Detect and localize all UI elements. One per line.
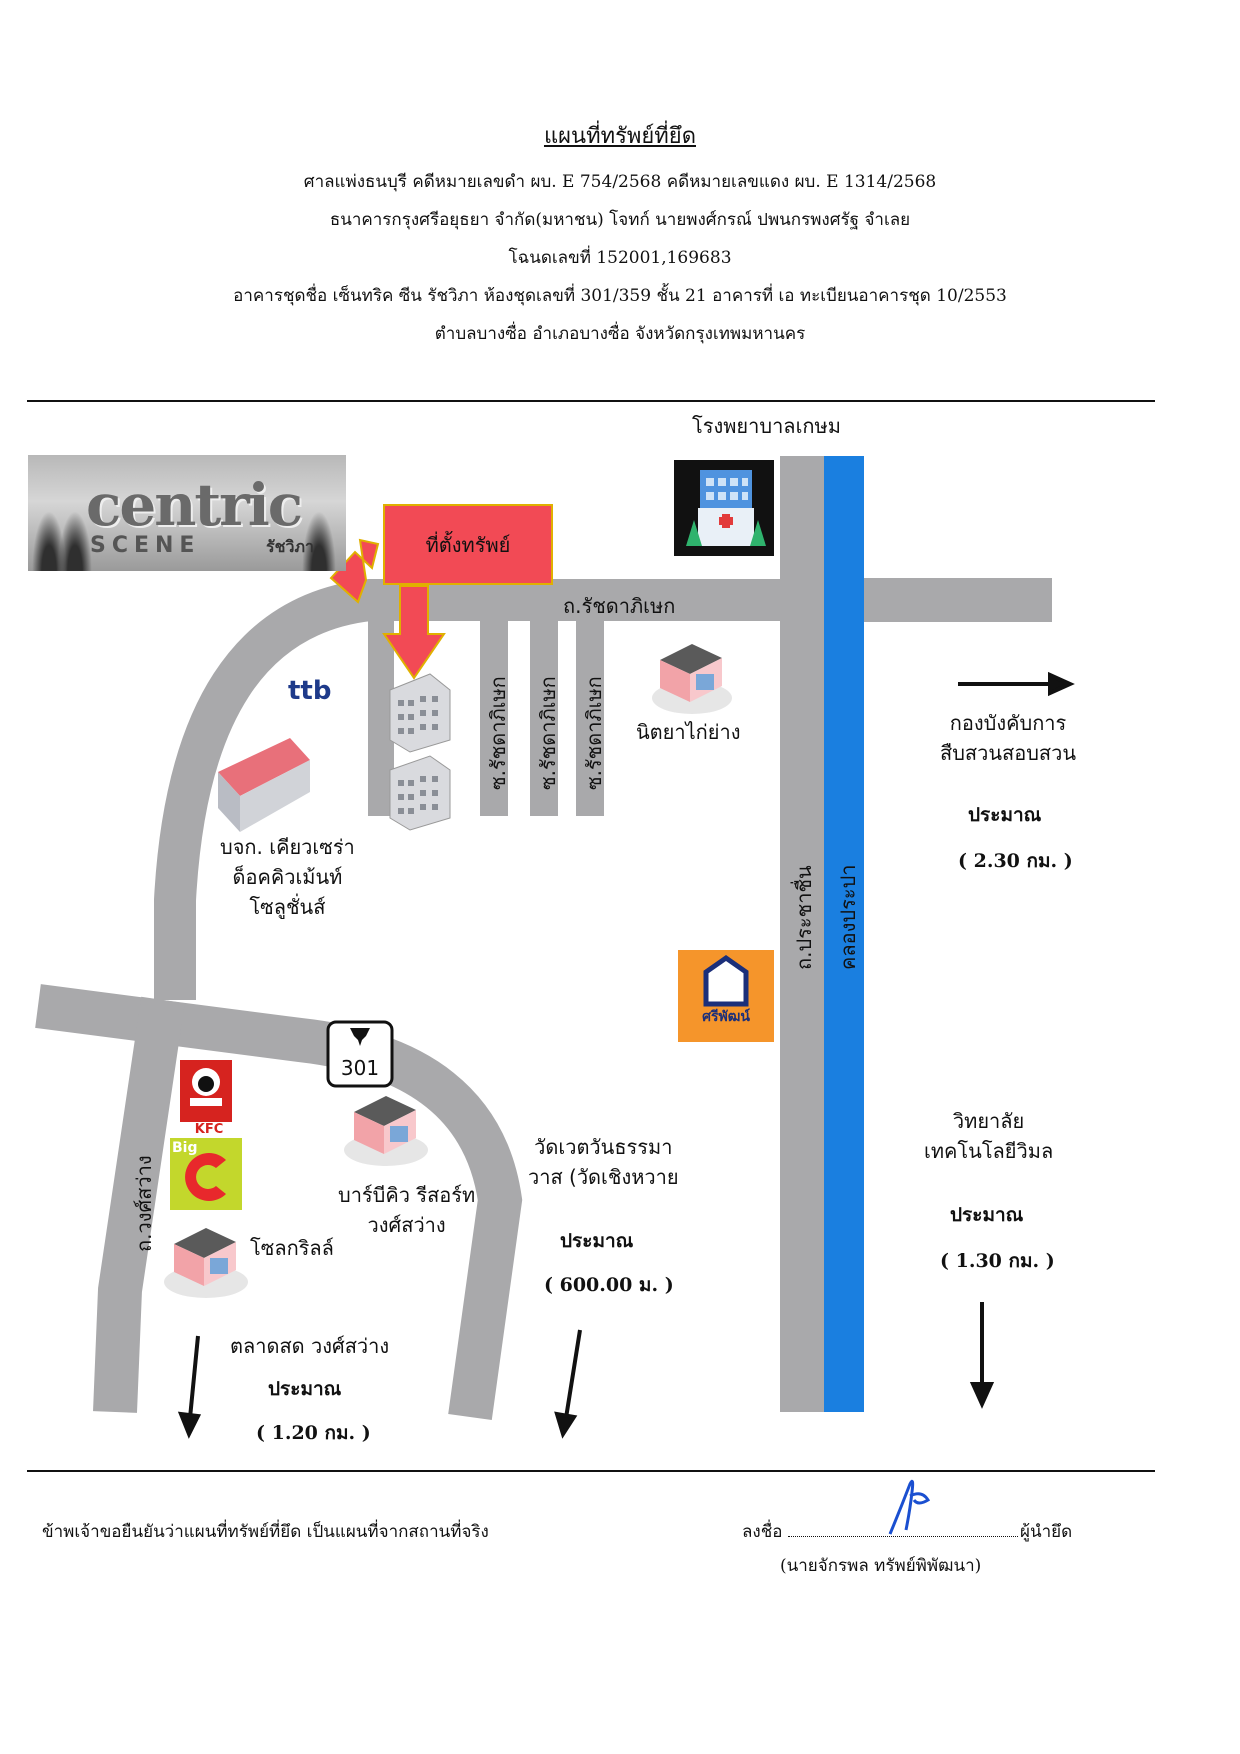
location-line: ตำบลบางซื่อ อำเภอบางซื่อ จังหวัดกรุงเทพม…: [434, 324, 806, 344]
south-right-destination-approx: ประมาณ: [950, 1204, 1024, 1226]
case-line: ศาลแพ่งธนบุรี คดีหมายเลขดำ ผบ. E 754/256…: [303, 172, 937, 192]
handwritten-signature: [888, 1479, 931, 1535]
direction-arrow-south: [969, 1302, 995, 1409]
canal-prapa: [824, 456, 864, 1412]
confirmation-statement: ข้าพเจ้าขอยืนยันว่าแผนที่ทรัพย์ที่ยึด เป…: [42, 1522, 489, 1542]
east-destination-approx: ประมาณ: [968, 804, 1042, 826]
east-destination-name: กองบังคับการ สืบสวนสอบสวน: [940, 711, 1077, 765]
bottom-divider: [27, 1470, 1155, 1472]
soi-road: [576, 620, 604, 816]
south-mid-destination-approx: ประมาณ: [560, 1230, 634, 1252]
direction-arrow-south: [177, 1335, 202, 1439]
sripatum-text: ศรีพัฒน์: [702, 1009, 750, 1025]
photo-brand-bottom: SCENE: [90, 533, 201, 558]
road-prachachuen: [780, 456, 824, 1412]
document-title: แผนที่ทรัพย์ที่ยึด: [543, 124, 696, 149]
hospital-label: โรงพยาบาลเกษม: [692, 414, 841, 438]
signer-name: (นายจักรพล ทรัพย์พิพัฒนา): [780, 1556, 982, 1576]
nitaya-label: นิตยาไก่ย่าง: [636, 720, 741, 744]
shop-icon: [652, 644, 732, 714]
south-left-destination-distance: ( 1.20 กม. ): [256, 1422, 371, 1444]
soi-road: [480, 620, 508, 816]
canal-label: คลองประปา: [836, 864, 860, 970]
bigc-logo: [170, 1138, 242, 1210]
soi-label: ซ.รัชดาภิเษก: [582, 676, 606, 790]
road-wongsawang-label: ถ.วงศ์สว่าง: [132, 1155, 156, 1252]
condo-building-icon: [389, 673, 451, 753]
road-ratchada: [154, 579, 1052, 1000]
soi-label: ซ.รัชดาภิเษก: [486, 676, 510, 790]
kfc-logo: [180, 1060, 232, 1122]
south-left-destination-name: ตลาดสด วงศ์สว่าง: [230, 1334, 390, 1358]
sign-prefix: ลงชื่อ: [742, 1522, 783, 1542]
kfc-text: KFC: [194, 1122, 224, 1137]
bbq-resort-label: บาร์บีคิว รีสอร์ท วงศ์สว่าง: [338, 1183, 476, 1237]
condo-building-icon: [389, 755, 451, 831]
soi-label: ซ.รัชดาภิเษก: [536, 676, 560, 790]
photo-brand-thai: รัชวิภา: [266, 537, 314, 556]
east-destination-distance: ( 2.30 กม. ): [958, 850, 1073, 872]
bigc-top-text: Big: [172, 1140, 198, 1156]
south-right-destination-distance: ( 1.30 กม. ): [940, 1250, 1055, 1272]
hospital-icon: [674, 460, 774, 556]
south-mid-destination-name: วัดเวตวันธรรมา วาส (วัดเชิงหวาย: [528, 1135, 679, 1189]
route-number: 301: [340, 1056, 380, 1080]
deed-line: โฉนดเลขที่ 152001,169683: [508, 248, 732, 268]
top-divider: [27, 400, 1155, 402]
property-arrow: [382, 585, 446, 680]
sripatum-logo: [678, 950, 774, 1042]
road-wongsawang: [93, 996, 185, 1413]
sign-suffix: ผู้นำยึด: [1020, 1522, 1073, 1542]
solgrill-label: โซลกริลล์: [250, 1236, 334, 1260]
parties-line: ธนาคารกรุงศรีอยุธยา จำกัด(มหาชน) โจทก์ น…: [329, 210, 911, 230]
centric-scene-photo: centric SCENE รัชวิภา: [28, 455, 346, 571]
signature-line: [788, 1536, 1018, 1537]
road-prachachuen-label: ถ.ประชาชื่น: [792, 865, 816, 970]
property-location-box: ที่ตั้งทรัพย์: [383, 504, 553, 585]
property-arrow: [329, 538, 380, 604]
ttb-logo: ttb: [288, 676, 332, 706]
shop-icon: [344, 1096, 428, 1166]
south-left-destination-approx: ประมาณ: [268, 1378, 342, 1400]
south-right-destination-name: วิทยาลัย เทคโนโลยีวิมล: [924, 1109, 1054, 1163]
condo-line: อาคารชุดชื่อ เซ็นทริค ซีน รัชวิภา ห้องชุ…: [233, 286, 1007, 306]
direction-arrow-south: [554, 1329, 582, 1439]
route-301-shield: [326, 1020, 394, 1088]
direction-arrow-east: [958, 671, 1075, 697]
road-ratchada-label: ถ.รัชดาภิเษก: [563, 594, 676, 618]
kyocera-label: บจก. เคียวเซร่า ด็อคคิวเม้นท์ โซลูชั่นส์: [220, 835, 355, 919]
soi-road: [530, 620, 558, 816]
warehouse-icon: [218, 738, 310, 832]
south-mid-destination-distance: ( 600.00 ม. ): [544, 1274, 674, 1296]
shop-icon: [164, 1228, 248, 1298]
photo-brand-top: centric: [86, 471, 303, 539]
property-label: ที่ตั้งทรัพย์: [425, 532, 511, 557]
